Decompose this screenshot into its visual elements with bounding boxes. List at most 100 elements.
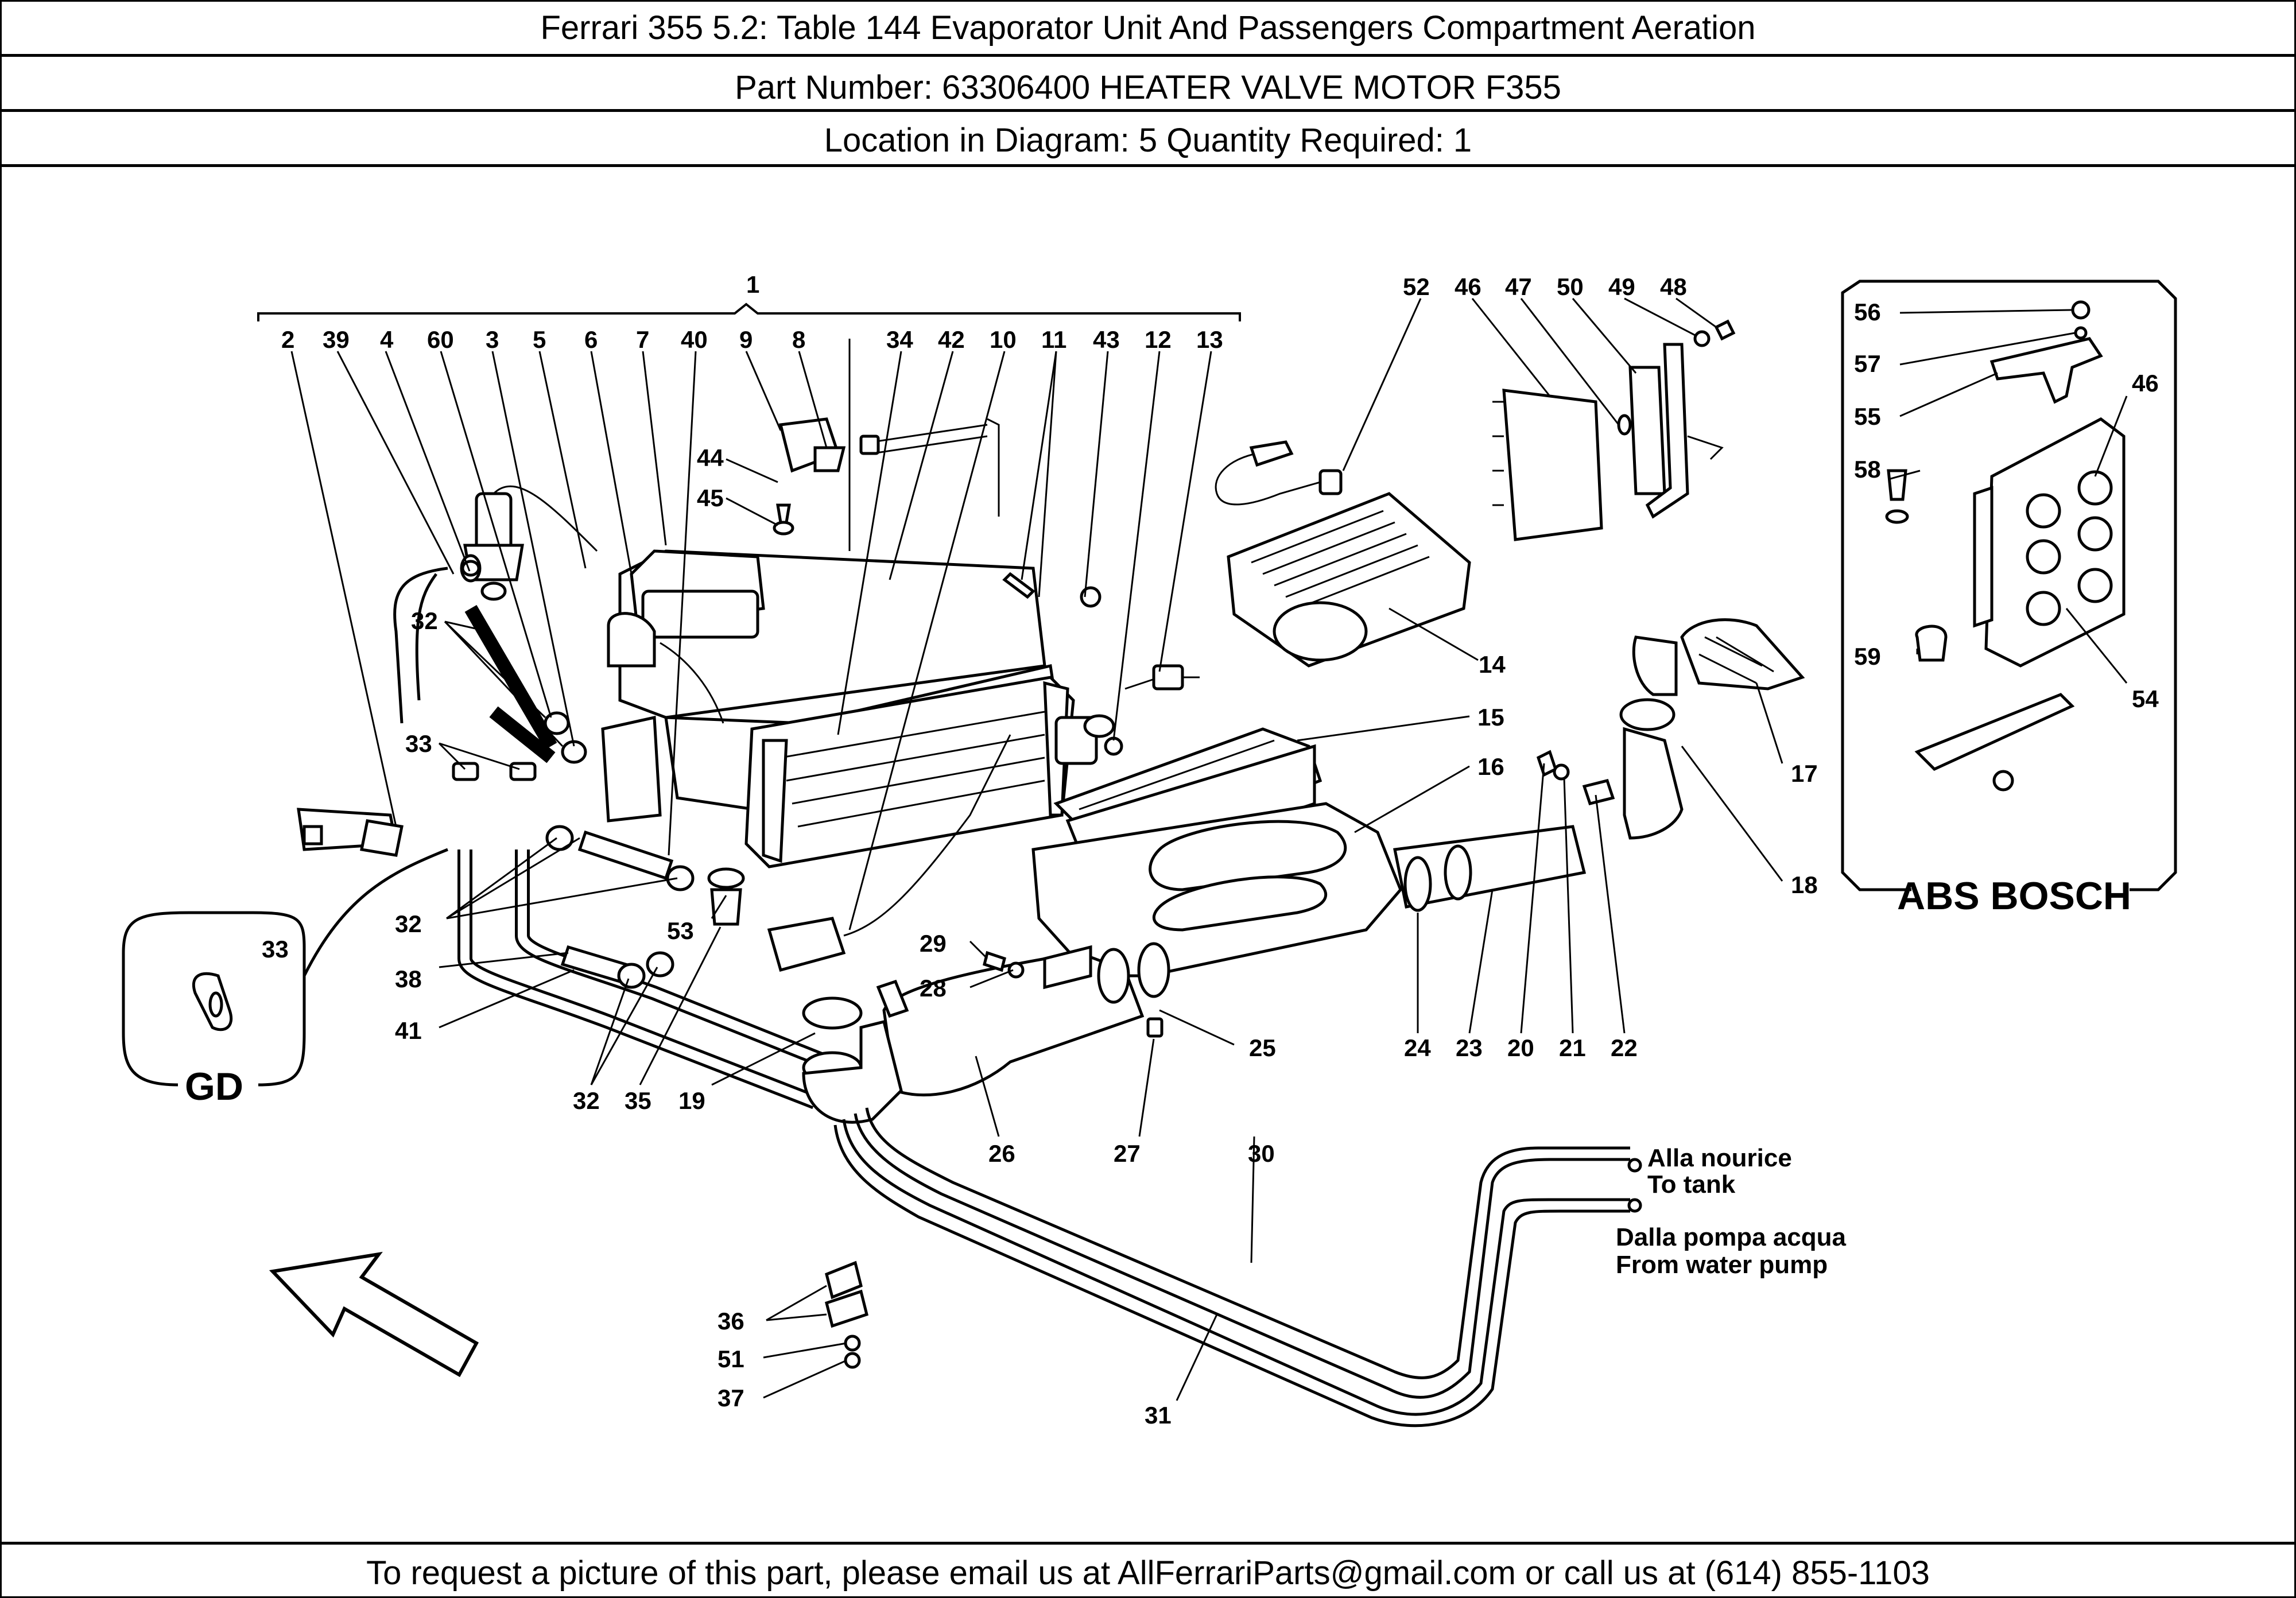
location-info: Location in Diagram: 5 Quantity Required… xyxy=(824,122,1472,159)
gd-leader xyxy=(302,848,448,977)
callout-21: 21 xyxy=(1559,1034,1586,1061)
callout-18: 18 xyxy=(1791,871,1818,898)
callout-22: 22 xyxy=(1611,1034,1638,1061)
screw-44 xyxy=(776,503,791,524)
grommet-33 xyxy=(192,972,233,1031)
callout-40: 40 xyxy=(681,326,708,353)
callout-31: 31 xyxy=(1145,1402,1172,1429)
o-ring xyxy=(666,865,695,891)
page-title: Ferrari 355 5.2: Table 144 Evaporator Un… xyxy=(540,9,1756,46)
sensor-52 xyxy=(1215,440,1343,506)
callout-47: 47 xyxy=(1505,273,1532,300)
callout-45: 45 xyxy=(697,484,724,511)
callout-17: 17 xyxy=(1791,760,1818,787)
pump-label-it: Dalla pompa acqua xyxy=(1616,1223,1847,1251)
grommet-59 xyxy=(1915,625,1948,662)
callout-15: 15 xyxy=(1477,704,1504,731)
callout-25: 25 xyxy=(1249,1034,1276,1061)
nut-51 xyxy=(844,1335,861,1352)
group-bracket xyxy=(257,302,1241,321)
o-ring xyxy=(544,711,570,735)
clip-36 xyxy=(825,1260,863,1300)
header-divider xyxy=(0,164,2296,167)
header-divider xyxy=(0,54,2296,57)
screw-22 xyxy=(1582,779,1615,805)
washer-57 xyxy=(2074,326,2088,340)
footer-divider xyxy=(0,1542,2296,1545)
callout-39: 39 xyxy=(323,326,350,353)
callout-6: 6 xyxy=(584,326,598,353)
hose-2-inner xyxy=(415,573,438,701)
bracket-26 xyxy=(876,979,909,1018)
nut-37 xyxy=(844,1352,861,1369)
air-duct-19 xyxy=(802,996,903,1124)
o-ring xyxy=(545,825,574,851)
callout-36: 36 xyxy=(718,1308,744,1335)
callout-20: 20 xyxy=(1507,1034,1534,1061)
actuator-9 xyxy=(778,417,1000,517)
pipe-31 xyxy=(842,1119,1630,1416)
o-ring xyxy=(646,951,674,978)
callout-56: 56 xyxy=(1854,298,1881,325)
callout-48: 48 xyxy=(1660,273,1687,300)
callout-7: 7 xyxy=(636,326,649,353)
callout-24: 24 xyxy=(1404,1034,1431,1061)
callout-46: 46 xyxy=(1455,273,1481,300)
air-duct-18 xyxy=(1619,635,1684,840)
screw-11 xyxy=(1002,572,1035,599)
callout-55: 55 xyxy=(1854,403,1881,430)
part-number: Part Number: 63306400 HEATER VALVE MOTOR… xyxy=(735,69,1561,106)
callout-5: 5 xyxy=(533,326,546,353)
air-vent-14 xyxy=(1227,492,1471,668)
air-vent-17 xyxy=(1680,618,1805,691)
callout-3: 3 xyxy=(486,326,499,353)
tank-label-it: Alla nourice xyxy=(1647,1144,1792,1172)
air-distributor-16 xyxy=(1031,802,1402,978)
callout-60: 60 xyxy=(427,326,454,353)
washer-49 xyxy=(1693,330,1711,347)
bracket-55 xyxy=(1989,337,2103,404)
callout-43: 43 xyxy=(1093,326,1120,353)
screw-48 xyxy=(1714,319,1736,341)
callout-27: 27 xyxy=(1114,1140,1141,1167)
pipe-30 xyxy=(854,1113,1630,1399)
callout-41: 41 xyxy=(395,1017,422,1044)
header-divider xyxy=(0,109,2296,112)
callout-33-gd: 33 xyxy=(262,936,289,963)
callout-58: 58 xyxy=(1854,456,1881,483)
callout-53: 53 xyxy=(667,917,694,944)
pipe-40 xyxy=(577,830,674,881)
air-duct-26 xyxy=(882,942,1170,1097)
callout-42: 42 xyxy=(938,326,965,353)
connector-2 xyxy=(297,808,404,857)
screw-43 xyxy=(1080,586,1102,608)
callout-32: 32 xyxy=(411,607,438,634)
sensor-13 xyxy=(1124,664,1200,691)
screw-29 xyxy=(983,951,1006,972)
gd-panel xyxy=(122,911,306,1087)
hose-2 xyxy=(393,567,448,724)
callout-14: 14 xyxy=(1479,651,1506,678)
hose-clamp xyxy=(509,762,537,781)
bracket-54 xyxy=(1914,693,2075,771)
tank-label-en: To tank xyxy=(1647,1170,1736,1198)
heater-valve-motor xyxy=(460,486,598,601)
callout-35: 35 xyxy=(625,1087,651,1114)
leader-lines xyxy=(290,297,2128,1401)
callout-32: 32 xyxy=(395,910,422,937)
callout-23: 23 xyxy=(1456,1034,1483,1061)
abs-unit-46 xyxy=(1973,417,2126,668)
gd-label: GD xyxy=(185,1065,243,1108)
callout-26: 26 xyxy=(988,1140,1015,1167)
callout-38: 38 xyxy=(395,965,422,992)
clip-36b xyxy=(825,1289,868,1328)
washer-20 xyxy=(1536,750,1558,777)
callout-54: 54 xyxy=(2132,685,2159,712)
callout-30: 30 xyxy=(1248,1140,1275,1167)
screw-12 xyxy=(1104,736,1123,756)
clip-47 xyxy=(1617,414,1632,436)
connector-10 xyxy=(767,734,1011,972)
air-duct-23 xyxy=(1393,825,1587,912)
callout-9: 9 xyxy=(739,326,753,353)
